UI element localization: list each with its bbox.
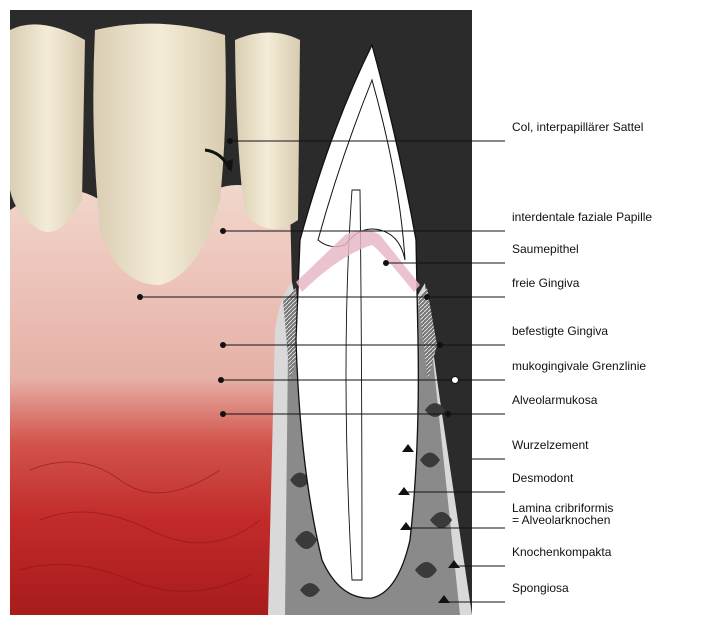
label-freie-gingiva: freie Gingiva bbox=[512, 276, 579, 290]
right-tooth bbox=[235, 33, 300, 229]
mukogingival-marker bbox=[452, 377, 459, 384]
left-tooth bbox=[10, 24, 85, 232]
label-papille: interdentale faziale Papille bbox=[512, 210, 652, 224]
label-knochenkompakta: Knochenkompakta bbox=[512, 545, 611, 559]
label-befestigte-gingiva: befestigte Gingiva bbox=[512, 324, 608, 338]
label-mukogingivale-grenzlinie: mukogingivale Grenzlinie bbox=[512, 359, 646, 373]
label-spongiosa: Spongiosa bbox=[512, 581, 569, 595]
label-saumepithel: Saumepithel bbox=[512, 242, 579, 256]
label-alveolarmukosa: Alveolarmukosa bbox=[512, 393, 597, 407]
label-alveolarknochen: = Alveolarknochen bbox=[512, 514, 610, 526]
label-desmodont: Desmodont bbox=[512, 471, 573, 485]
label-wurzelzement: Wurzelzement bbox=[512, 438, 588, 452]
label-col: Col, interpapillärer Sattel bbox=[512, 120, 643, 134]
